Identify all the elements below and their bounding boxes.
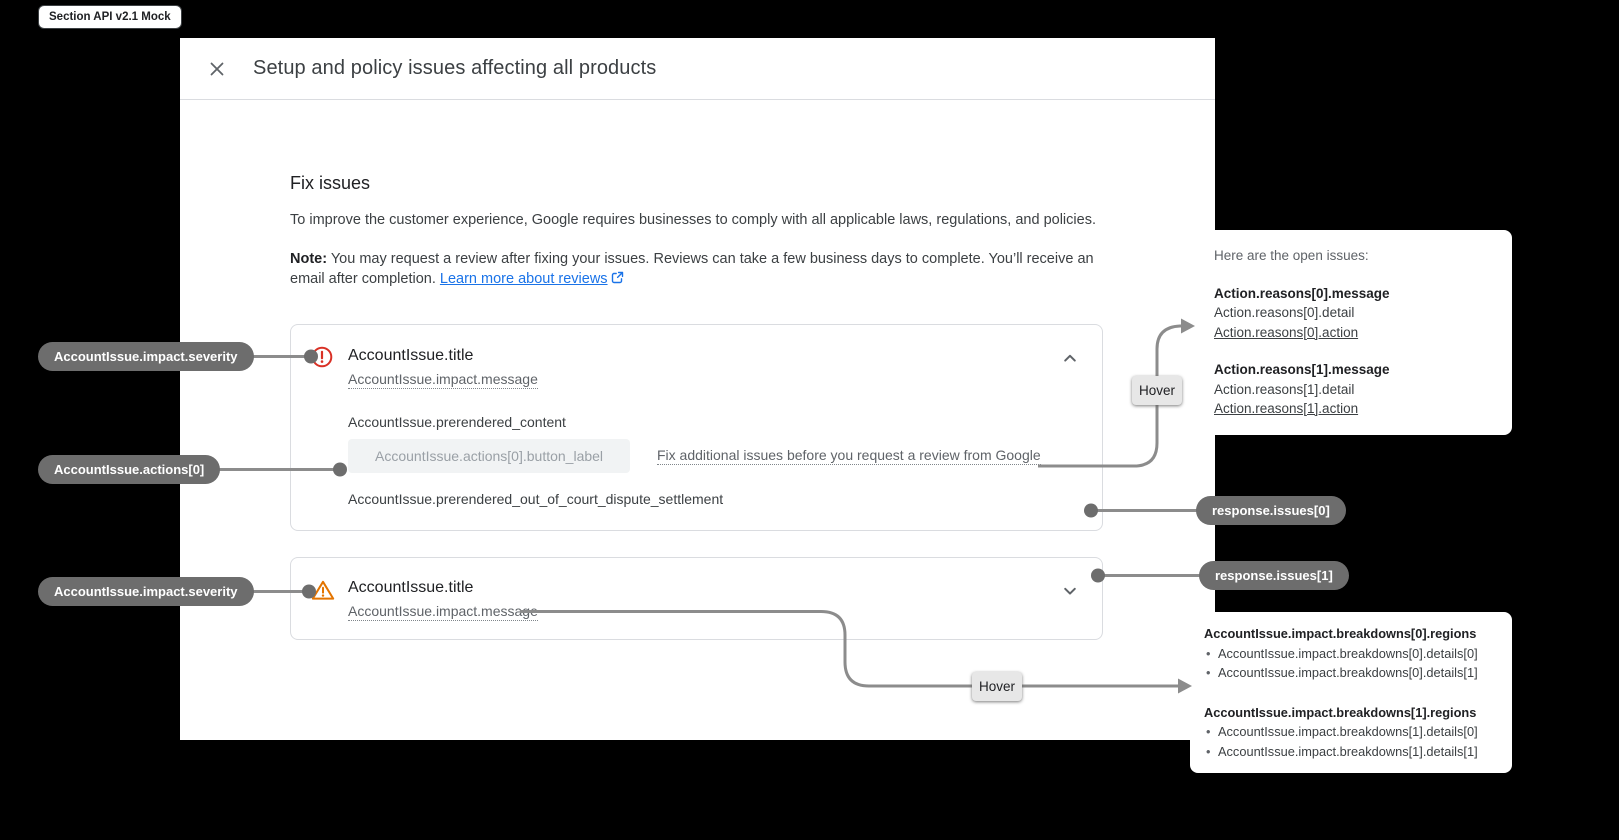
breakdown-detail: AccountIssue.impact.breakdowns[0].detail… xyxy=(1204,663,1498,683)
issue-impact-message[interactable]: AccountIssue.impact.message xyxy=(348,371,538,389)
note-text: Note: You may request a review after fix… xyxy=(290,249,1100,289)
annotation-response-issue-1: response.issues[1] xyxy=(1199,561,1349,590)
reason-detail: Action.reasons[1].detail xyxy=(1214,381,1355,397)
chevron-up-icon[interactable] xyxy=(1058,346,1082,370)
error-severity-icon xyxy=(311,346,333,368)
dispute-settlement-text: AccountIssue.prerendered_out_of_court_di… xyxy=(348,491,724,507)
fix-additional-issues-link[interactable]: Fix additional issues before you request… xyxy=(657,447,1041,465)
breakdown-detail: AccountIssue.impact.breakdowns[0].detail… xyxy=(1204,644,1498,664)
note-body: You may request a review after fixing yo… xyxy=(290,251,1094,287)
issue-card-1: AccountIssue.title AccountIssue.impact.m… xyxy=(290,557,1103,640)
reason-action-link[interactable]: Action.reasons[0].action xyxy=(1214,324,1359,340)
issue-card-0: AccountIssue.title AccountIssue.impact.m… xyxy=(290,324,1103,531)
issue-impact-message[interactable]: AccountIssue.impact.message xyxy=(348,603,538,621)
dialog-header: Setup and policy issues affecting all pr… xyxy=(180,38,1215,100)
reason-message: Action.reasons[0].message xyxy=(1214,285,1390,301)
issue-title: AccountIssue.title xyxy=(348,347,474,364)
intro-text: To improve the customer experience, Goog… xyxy=(290,212,1096,228)
section-title: Fix issues xyxy=(290,173,371,193)
annotation-actions-0: AccountIssue.actions[0] xyxy=(38,455,221,484)
annotation-response-issue-0: response.issues[0] xyxy=(1196,496,1346,525)
breakdown-group-0: AccountIssue.impact.breakdowns[0].region… xyxy=(1204,624,1498,683)
issue-title: AccountIssue.title xyxy=(348,579,474,596)
prerendered-content: AccountIssue.prerendered_content xyxy=(348,414,566,430)
open-issues-tooltip: Here are the open issues: Action.reasons… xyxy=(1196,230,1512,435)
hover-label-reasons: Hover xyxy=(1132,376,1182,405)
breakdown-group-1: AccountIssue.impact.breakdowns[1].region… xyxy=(1204,703,1498,762)
hover-label-breakdowns: Hover xyxy=(972,672,1022,701)
breakdown-regions: AccountIssue.impact.breakdowns[1].region… xyxy=(1204,704,1477,720)
reason-group-0: Action.reasons[0].message Action.reasons… xyxy=(1214,284,1494,343)
annotation-severity-0: AccountIssue.impact.severity xyxy=(38,342,254,371)
breakdowns-tooltip: AccountIssue.impact.breakdowns[0].region… xyxy=(1190,612,1512,773)
reason-group-1: Action.reasons[1].message Action.reasons… xyxy=(1214,360,1494,419)
external-link-icon xyxy=(611,271,623,284)
reason-action-link[interactable]: Action.reasons[1].action xyxy=(1214,401,1359,416)
annotation-severity-1: AccountIssue.impact.severity xyxy=(38,577,254,606)
reason-detail: Action.reasons[0].detail xyxy=(1214,305,1355,320)
breakdown-detail: AccountIssue.impact.breakdowns[1].detail… xyxy=(1204,722,1498,742)
dialog-title: Setup and policy issues affecting all pr… xyxy=(253,57,657,79)
reason-message: Action.reasons[1].message xyxy=(1214,362,1390,377)
note-label: Note: xyxy=(290,251,328,267)
close-icon[interactable] xyxy=(207,59,227,79)
breakdown-detail: AccountIssue.impact.breakdowns[1].detail… xyxy=(1204,742,1498,762)
breakdown-regions: AccountIssue.impact.breakdowns[0].region… xyxy=(1204,626,1477,641)
issue-action-button[interactable]: AccountIssue.actions[0].button_label xyxy=(348,439,631,473)
warning-severity-icon xyxy=(311,580,335,600)
tooltip-intro: Here are the open issues: xyxy=(1214,248,1369,263)
issues-dialog: Setup and policy issues affecting all pr… xyxy=(180,38,1215,740)
version-badge: Section API v2.1 Mock xyxy=(38,5,182,29)
learn-more-link[interactable]: Learn more about reviews xyxy=(439,271,608,287)
chevron-down-icon[interactable] xyxy=(1058,579,1082,603)
